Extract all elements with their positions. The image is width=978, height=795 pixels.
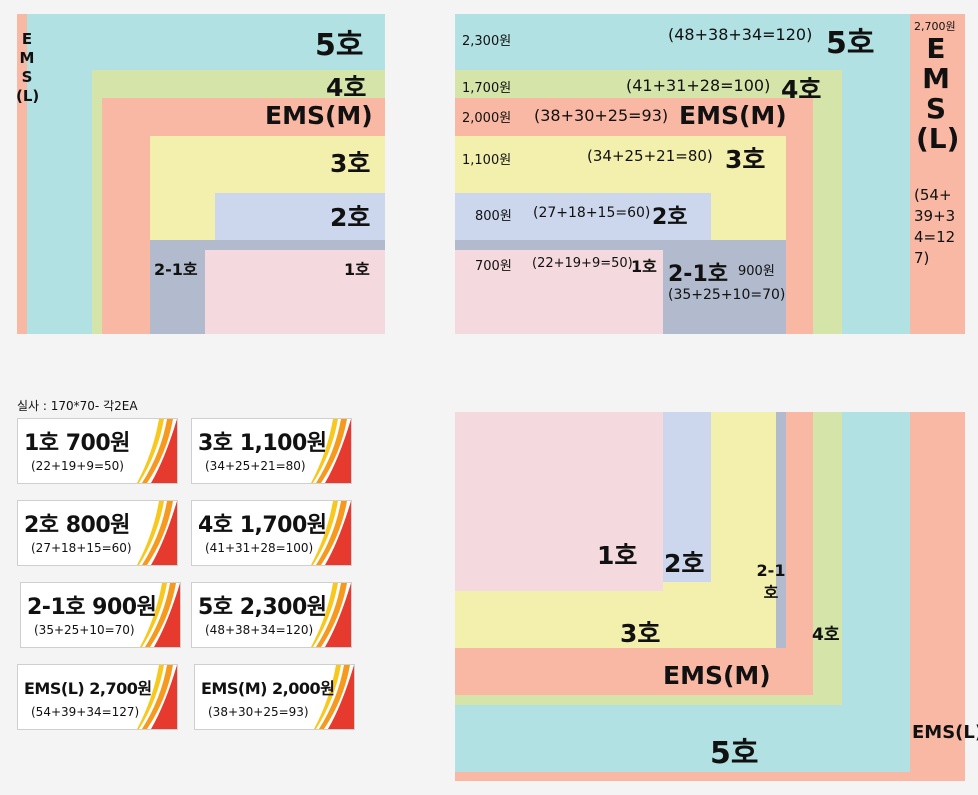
price-3: 1,100원 bbox=[462, 153, 512, 168]
stripe-graphic bbox=[314, 665, 354, 729]
label-ems-m: EMS(M) bbox=[679, 101, 787, 130]
label-1: 1호 bbox=[597, 541, 638, 570]
sticker-5: 5호 2,300원 (48+38+34=120) bbox=[191, 582, 352, 648]
sticker-title: 3호 1,100원 bbox=[198, 431, 327, 456]
dims-4: (41+31+28=100) bbox=[626, 76, 771, 95]
label-3: 3호 bbox=[330, 149, 371, 178]
sticker-ems-l: EMS(L) 2,700원 (54+39+34=127) bbox=[17, 664, 178, 730]
sticker-2-1: 2-1호 900원 (35+25+10=70) bbox=[20, 582, 181, 648]
sticker-dims: (35+25+10=70) bbox=[34, 623, 135, 637]
price-1: 700원 bbox=[475, 259, 512, 274]
label-2-1: 2-1호 bbox=[756, 561, 786, 602]
stripe-graphic bbox=[311, 501, 351, 565]
sticker-title: 1호 700원 bbox=[24, 431, 130, 456]
label-1: 1호 bbox=[344, 260, 370, 279]
sticker-title: 5호 2,300원 bbox=[198, 595, 327, 620]
price-4: 1,700원 bbox=[462, 81, 512, 96]
box-1 bbox=[455, 412, 663, 591]
stripe-graphic bbox=[311, 419, 351, 483]
stripe-graphic bbox=[140, 583, 180, 647]
sticker-dims: (34+25+21=80) bbox=[205, 459, 306, 473]
sticker-2: 2호 800원 (27+18+15=60) bbox=[17, 500, 178, 566]
box-2 bbox=[455, 193, 711, 240]
price-ems-l: 2,700원 bbox=[914, 20, 956, 33]
label-ems-l: EMS(L) bbox=[916, 32, 960, 155]
label-ems-m: EMS(M) bbox=[663, 661, 771, 690]
sticker-4: 4호 1,700원 (41+31+28=100) bbox=[191, 500, 352, 566]
box-2-1 bbox=[776, 412, 786, 648]
sticker-title: 2호 800원 bbox=[24, 513, 130, 538]
sticker-title: 2-1호 900원 bbox=[27, 595, 157, 620]
sticker-3: 3호 1,100원 (34+25+21=80) bbox=[191, 418, 352, 484]
label-5: 5호 bbox=[710, 736, 759, 771]
box-ems-l bbox=[910, 14, 965, 334]
price-5: 2,300원 bbox=[462, 34, 512, 49]
box-1 bbox=[455, 250, 663, 334]
box-2 bbox=[663, 412, 711, 582]
label-2-1: 2-1호 bbox=[154, 260, 198, 279]
sticker-dims: (48+38+34=120) bbox=[205, 623, 314, 637]
sticker-ems-m: EMS(M) 2,000원 (38+30+25=93) bbox=[194, 664, 355, 730]
sticker-1: 1호 700원 (22+19+9=50) bbox=[17, 418, 178, 484]
stripe-graphic bbox=[137, 419, 177, 483]
label-3: 3호 bbox=[725, 145, 766, 174]
label-4: 4호 bbox=[781, 75, 822, 104]
sticker-dims: (27+18+15=60) bbox=[31, 541, 132, 555]
label-2: 2호 bbox=[330, 203, 371, 232]
label-2: 2호 bbox=[652, 205, 688, 230]
price-2: 800원 bbox=[475, 209, 512, 224]
box-2-1 bbox=[663, 250, 786, 334]
label-ems-l: EMS(L) bbox=[16, 30, 40, 105]
stripe-graphic bbox=[137, 665, 177, 729]
sticker-dims: (41+31+28=100) bbox=[205, 541, 314, 555]
sticker-title: EMS(L) 2,700원 bbox=[24, 679, 152, 698]
label-1: 1호 bbox=[631, 257, 657, 276]
label-4: 4호 bbox=[812, 625, 840, 645]
dims-ems-l: (54+39+34=127) bbox=[914, 186, 956, 267]
sticker-caption: 실사 : 170*70- 각2EA bbox=[17, 399, 138, 413]
label-ems-l: EMS(L) bbox=[912, 722, 978, 743]
sticker-dims: (22+19+9=50) bbox=[31, 459, 124, 473]
dims-3: (34+25+21=80) bbox=[587, 147, 713, 165]
box-1 bbox=[205, 250, 385, 334]
price-ems-m: 2,000원 bbox=[462, 111, 512, 126]
sticker-dims: (38+30+25=93) bbox=[208, 705, 309, 719]
label-3: 3호 bbox=[620, 619, 661, 648]
stripe-graphic bbox=[311, 583, 351, 647]
dims-2-1: (35+25+10=70) bbox=[668, 287, 786, 303]
label-5: 5호 bbox=[826, 26, 875, 61]
dims-1: (22+19+9=50) bbox=[532, 256, 633, 271]
label-2-1: 2-1호 bbox=[668, 262, 728, 287]
box-2-1-strip bbox=[455, 240, 786, 250]
label-2: 2호 bbox=[664, 549, 705, 578]
dims-2: (27+18+15=60) bbox=[533, 205, 651, 221]
sticker-title: 4호 1,700원 bbox=[198, 513, 327, 538]
label-4: 4호 bbox=[326, 73, 367, 102]
sticker-dims: (54+39+34=127) bbox=[31, 705, 140, 719]
dims-ems-m: (38+30+25=93) bbox=[534, 106, 669, 125]
label-ems-m: EMS(M) bbox=[265, 101, 373, 130]
stripe-graphic bbox=[137, 501, 177, 565]
sticker-title: EMS(M) 2,000원 bbox=[201, 679, 335, 698]
label-5: 5호 bbox=[315, 28, 364, 63]
dims-5: (48+38+34=120) bbox=[668, 25, 813, 44]
price-2-1: 900원 bbox=[738, 264, 775, 279]
